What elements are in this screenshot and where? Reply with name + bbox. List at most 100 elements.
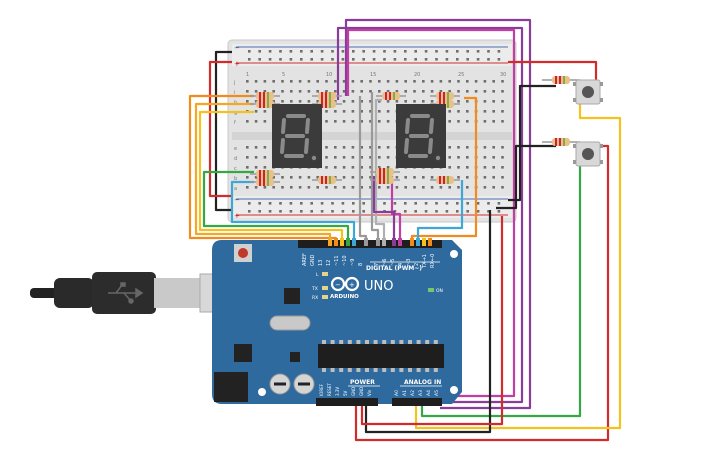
breadboard-hole	[466, 166, 469, 169]
wire-red-button-bottom[interactable]	[354, 144, 610, 442]
breadboard-hole	[342, 120, 346, 123]
breadboard-hole	[369, 146, 372, 149]
breadboard-hole	[281, 100, 284, 103]
rail-hole	[331, 202, 334, 205]
breadboard-hole	[334, 80, 337, 83]
led-tx-label: TX	[311, 286, 318, 292]
seven-segment-display-left[interactable]: 8	[0, 0, 322, 168]
arduino-uno-board[interactable]: AREF GND 13 12 ~11 ~10 ~9 8 7 ~6 ~5 4 ~3…	[212, 240, 462, 406]
rail-hole	[289, 202, 293, 205]
chip-pin	[425, 340, 430, 344]
rail-hole	[310, 58, 313, 61]
resistor-8[interactable]	[250, 170, 280, 178]
push-button-top[interactable]	[573, 79, 603, 105]
breadboard-hole	[483, 146, 487, 149]
breadboard-hole	[457, 120, 460, 123]
resistor-6[interactable]	[430, 92, 460, 100]
resistor-button-top[interactable]	[542, 76, 580, 84]
microcontroller-chip	[318, 344, 444, 368]
wire-gray-2[interactable]	[370, 92, 380, 244]
pin-label-a1: A1	[402, 390, 408, 396]
breadboard-hole	[457, 166, 460, 169]
breadboard-hole	[404, 100, 407, 103]
resistor-3[interactable]	[312, 92, 342, 100]
resistor-12[interactable]	[370, 176, 400, 184]
push-button-bottom[interactable]	[573, 141, 603, 167]
breadboard-hole	[334, 110, 337, 113]
pin-label-13: 13	[318, 260, 324, 266]
wire-blue-left[interactable]	[230, 180, 356, 244]
breadboard-hole	[386, 100, 390, 103]
resistor-13[interactable]	[430, 176, 460, 184]
wire-black-rail-left[interactable]	[214, 50, 232, 212]
wire-orange-left-inner[interactable]	[194, 102, 332, 244]
breadboard-hole	[325, 146, 328, 149]
row-letter-f: f	[234, 120, 236, 126]
rail-hole	[393, 210, 397, 213]
rail-hole	[404, 58, 407, 61]
wire-red-button-top[interactable]	[508, 60, 598, 80]
breadboard-hole	[263, 80, 267, 83]
breadboard-hole	[342, 80, 346, 83]
rail-hole	[476, 58, 480, 61]
rail-hole	[466, 50, 469, 53]
rail-hole	[331, 210, 334, 213]
resistor-11[interactable]	[370, 168, 400, 176]
wire-yellow-left[interactable]	[198, 110, 344, 244]
rail-hole	[279, 50, 282, 53]
breadboard-hole	[483, 90, 487, 93]
resistor-button-bottom[interactable]	[542, 138, 580, 146]
rail-hole	[414, 50, 417, 53]
column-number-15: 15	[370, 72, 376, 78]
breadboard-hole	[360, 176, 363, 179]
wire-red-5v[interactable]	[360, 216, 504, 426]
pin-label-gnd-2: GND	[359, 387, 364, 396]
wire-green-left[interactable]	[202, 170, 350, 244]
breadboard-hole	[290, 186, 293, 189]
power-header-labels: IOREF RESET 3.3V 5V GND GND Vin	[319, 383, 372, 396]
rail-hole	[248, 50, 251, 53]
breadboard-hole	[386, 80, 390, 83]
seven-segment-display-right[interactable]: 8	[0, 0, 446, 168]
rail-hole	[476, 50, 480, 53]
breadboard-hole	[404, 90, 407, 93]
breadboard-hole	[457, 186, 460, 189]
breadboard-hole	[272, 176, 275, 179]
breadboard-hole	[351, 166, 355, 169]
rail-hole	[372, 58, 376, 61]
resistor-10[interactable]	[312, 176, 342, 184]
wire-red-rail-left[interactable]	[208, 60, 232, 198]
chip-pin	[408, 340, 412, 344]
resistor-1[interactable]	[250, 92, 280, 100]
rail-hole	[435, 58, 438, 61]
resistor-5[interactable]	[376, 92, 406, 100]
breadboard-hole	[466, 146, 469, 149]
rail-hole	[362, 58, 365, 61]
chip-pin	[390, 340, 395, 344]
chip-pin	[373, 340, 378, 344]
wire-purple-outer[interactable]	[344, 18, 532, 410]
wire-purple-inner[interactable]	[336, 26, 524, 404]
breadboard-hole	[254, 100, 258, 103]
crystal	[269, 315, 311, 331]
led-l	[322, 272, 328, 276]
resistor-9[interactable]	[250, 178, 280, 186]
wire-black-ground[interactable]	[364, 210, 492, 434]
breadboard-hole	[457, 156, 460, 159]
mounting-hole	[450, 250, 458, 258]
breadboard-hole	[492, 156, 495, 159]
wire-black-button-bottom[interactable]	[496, 144, 556, 210]
breadboard-hole	[254, 156, 258, 159]
chip-pin	[347, 368, 352, 372]
wire-gray-3[interactable]	[374, 98, 386, 244]
rail-hole	[320, 210, 324, 213]
wire-blue-right[interactable]	[416, 180, 464, 244]
breadboard-hole	[492, 146, 495, 149]
chip-pin	[330, 340, 335, 344]
wire-magenta-center[interactable]	[390, 176, 402, 244]
wire-purple-center[interactable]	[372, 176, 396, 244]
rail-hole	[300, 202, 303, 205]
wire-black-button-top[interactable]	[508, 84, 556, 202]
breadboard-hole	[466, 80, 469, 83]
usb-cable[interactable]	[30, 272, 237, 314]
